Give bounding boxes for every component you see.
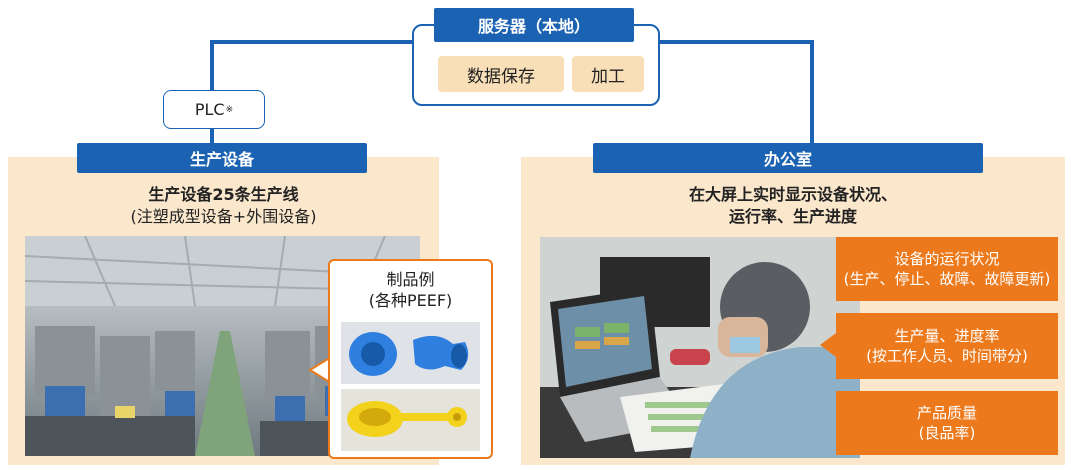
blue-fittings-photo: [341, 322, 480, 384]
product-quality-title: 产品质量: [916, 404, 977, 422]
data-storage-tag: 数据保存: [438, 56, 564, 92]
plc-label: PLC: [194, 100, 225, 119]
plc-box: PLC※: [163, 90, 265, 129]
production-subtitle: (注塑成型设备+外围设备): [130, 207, 317, 226]
connector-plc-up: [210, 40, 214, 92]
production-progress-detail: (按工作人员、时间带分): [866, 347, 1028, 365]
product-quality-box: 产品质量 (良品率): [836, 391, 1058, 455]
yellow-parts-photo: [341, 389, 480, 451]
connector-office-down: [810, 40, 814, 144]
yellow-parts-illustration: [341, 389, 480, 451]
production-header: 生产设备: [77, 143, 367, 173]
plc-note-mark: ※: [225, 104, 234, 115]
equipment-status-box: 设备的运行状况 (生产、停止、故障、故障更新): [836, 237, 1058, 301]
production-title: 生产设备25条生产线: [148, 185, 299, 204]
processing-tag: 加工: [572, 56, 644, 92]
office-header: 办公室: [593, 143, 983, 173]
office-illustration: [540, 237, 860, 458]
blue-fittings-illustration: [341, 322, 480, 384]
office-title-line2: 运行率、生产进度: [728, 207, 857, 226]
server-title: 服务器（本地）: [434, 8, 634, 42]
office-photo: [540, 237, 860, 458]
office-title-line1: 在大屏上实时显示设备状况、: [688, 185, 897, 204]
product-example-subtitle: (各种PEEF): [368, 291, 453, 310]
equipment-status-title: 设备的运行状况: [894, 250, 1000, 268]
production-progress-title: 生产量、进度率: [894, 327, 1000, 345]
connector-server-right: [654, 40, 812, 44]
connector-plc-down: [210, 126, 214, 144]
connector-server-left: [210, 40, 414, 44]
product-example-title: 制品例: [386, 270, 435, 289]
equipment-status-detail: (生产、停止、故障、故障更新): [843, 270, 1051, 288]
production-progress-box: 生产量、进度率 (按工作人员、时间带分): [836, 313, 1058, 379]
product-quality-detail: (良品率): [918, 424, 976, 442]
info-pointer: [820, 330, 840, 360]
